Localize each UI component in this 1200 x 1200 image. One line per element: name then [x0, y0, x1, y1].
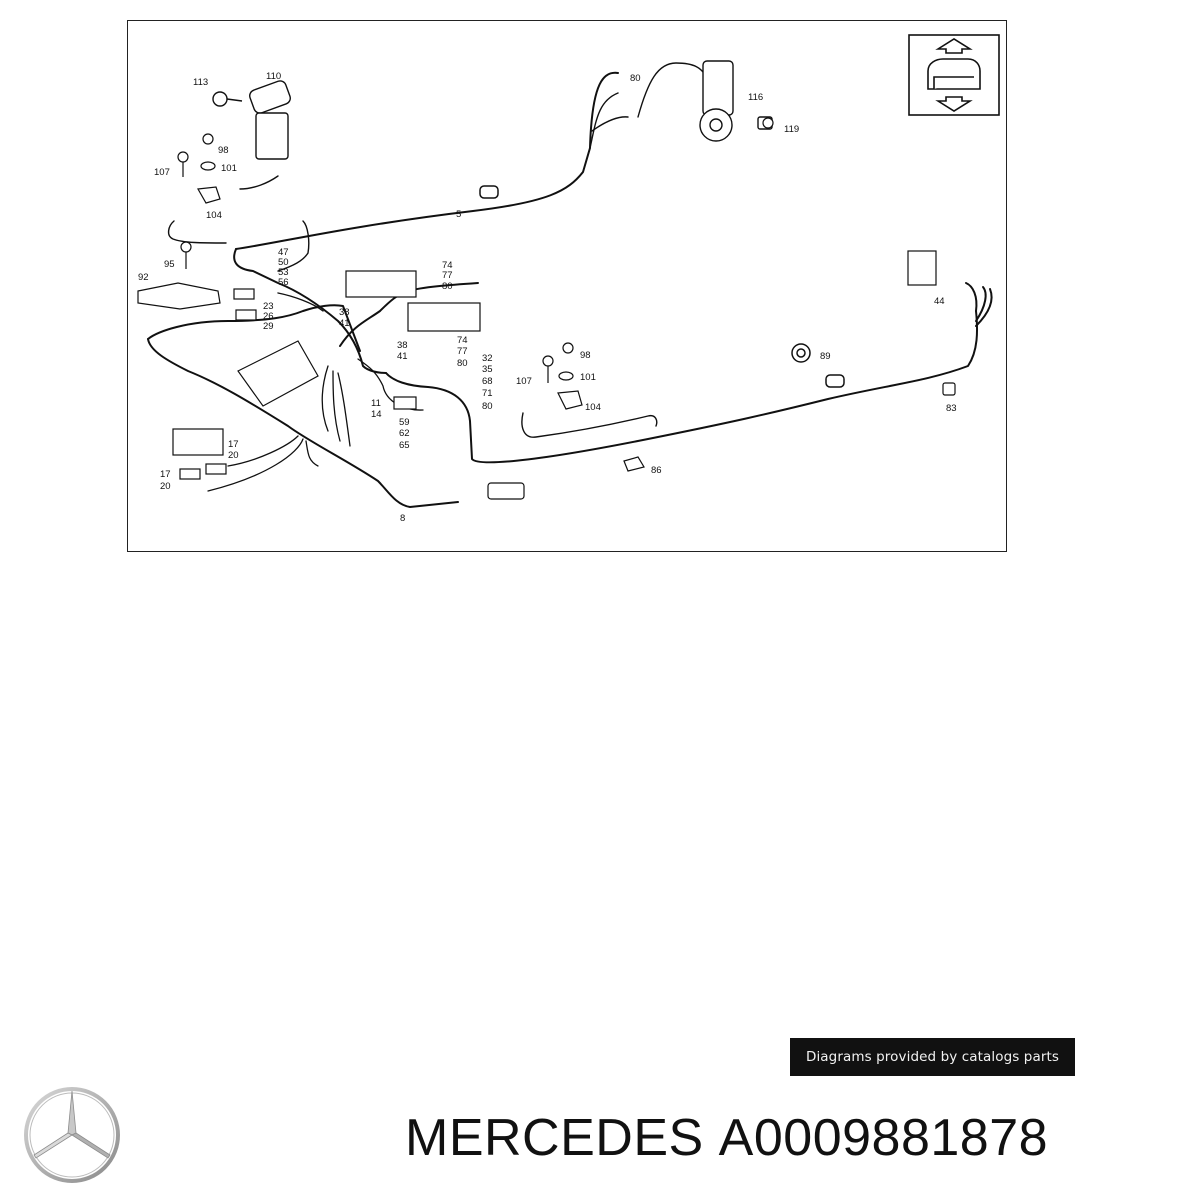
callout-95: 95	[164, 259, 175, 270]
callout-101: 101	[221, 163, 237, 174]
callout-56: 56	[278, 277, 289, 288]
screw-95	[180, 241, 192, 253]
clip-104	[197, 186, 221, 204]
callout-17: 17	[228, 439, 239, 450]
washer-101	[200, 161, 216, 171]
callout-89: 89	[820, 351, 831, 362]
callout-38: 38	[397, 340, 408, 351]
callout-104: 104	[585, 402, 601, 413]
callout-23: 23	[263, 301, 274, 312]
motor-116	[699, 60, 773, 142]
callout-86: 86	[651, 465, 662, 476]
seat-adjust-icon	[908, 34, 1000, 116]
callout-20: 20	[228, 450, 239, 461]
callout-113: 113	[193, 77, 208, 88]
callout-107: 107	[516, 376, 532, 387]
callout-119: 119	[784, 124, 799, 135]
callout-62: 62	[399, 428, 410, 439]
connector-23	[235, 309, 257, 321]
callout-74: 74	[457, 335, 468, 346]
callout-80: 80	[457, 358, 468, 369]
mercedes-star-logo	[24, 1087, 120, 1183]
callout-77: 77	[442, 270, 453, 281]
diagram-credit-caption: Diagrams provided by catalogs parts	[790, 1038, 1075, 1076]
harness-left-loop	[233, 248, 387, 374]
brand-name: MERCEDES	[405, 1109, 704, 1167]
callout-50: 50	[278, 257, 289, 268]
callout-47: 47	[278, 247, 289, 258]
callout-107: 107	[154, 167, 170, 178]
motor-110	[212, 80, 291, 160]
clip-86	[623, 456, 645, 472]
callout-11: 11	[371, 398, 381, 409]
switch-block-upper	[345, 270, 417, 298]
callout-74: 74	[442, 260, 453, 271]
callout-83: 83	[946, 403, 957, 414]
callout-101: 101	[580, 372, 596, 383]
part-number: A0009881878	[718, 1109, 1049, 1167]
callout-8: 8	[400, 513, 405, 524]
callout-92: 92	[138, 272, 149, 283]
harness-lower	[385, 310, 978, 464]
callout-14: 14	[371, 409, 382, 420]
callout-17: 17	[160, 469, 171, 480]
callout-41: 41	[339, 318, 350, 329]
callout-98: 98	[218, 145, 229, 156]
grommet	[479, 185, 499, 199]
callout-20: 20	[160, 481, 171, 492]
callout-41: 41	[397, 351, 408, 362]
harness-left-main	[147, 338, 459, 508]
connector-8	[487, 482, 525, 500]
callout-29: 29	[263, 321, 274, 332]
callout-77: 77	[457, 346, 468, 357]
control-module	[237, 340, 319, 407]
part-83	[942, 382, 956, 396]
switch-44-housing	[907, 250, 937, 286]
callout-98: 98	[580, 350, 591, 361]
relay-block	[172, 428, 224, 456]
harness-upper-left	[147, 304, 361, 352]
callout-110: 110	[266, 71, 281, 82]
callout-5: 5	[456, 209, 461, 220]
callout-53: 53	[278, 267, 289, 278]
callout-80: 80	[630, 73, 641, 84]
bracket-92	[137, 282, 221, 310]
callout-116: 116	[748, 92, 763, 103]
callout-32: 32	[482, 353, 493, 364]
brand-part-title: MERCEDES A0009881878	[405, 1108, 1048, 1168]
harness-main	[235, 71, 619, 250]
callout-26: 26	[263, 311, 274, 322]
callout-71: 71	[482, 388, 493, 399]
callout-35: 35	[482, 364, 493, 375]
screw-98	[202, 133, 214, 145]
callout-44: 44	[934, 296, 945, 307]
grommet	[825, 374, 845, 388]
callout-68: 68	[482, 376, 493, 387]
switch-block-lower	[407, 302, 481, 332]
connector-47	[233, 288, 255, 300]
callout-80: 80	[442, 281, 453, 292]
callout-65: 65	[399, 440, 410, 451]
bolt-119	[762, 117, 774, 129]
callout-80: 80	[482, 401, 493, 412]
connector-11	[393, 396, 417, 410]
callout-59: 59	[399, 417, 410, 428]
callout-104: 104	[206, 210, 222, 221]
callout-38: 38	[339, 307, 350, 318]
screw-98b	[562, 342, 574, 354]
